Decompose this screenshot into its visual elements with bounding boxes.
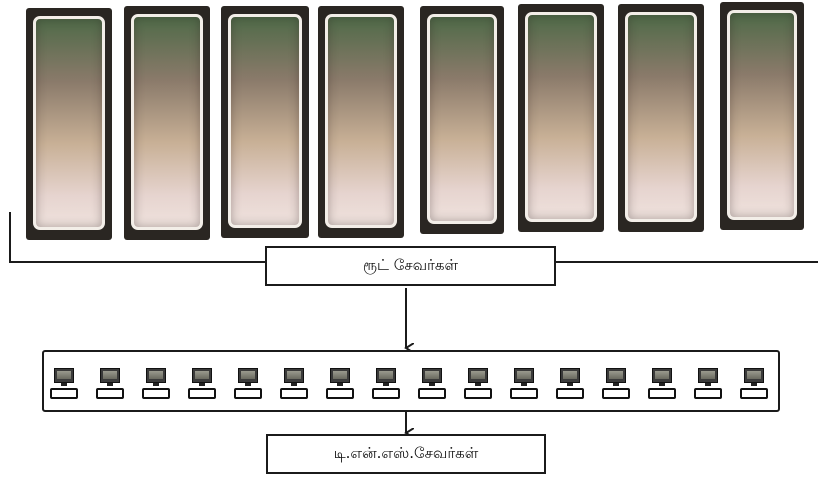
dns-servers-label: டி.என்.எஸ்.சேவர்கள் bbox=[266, 434, 546, 474]
root-server-rack-2 bbox=[124, 6, 210, 240]
root-server-rack-7 bbox=[618, 4, 704, 232]
root-server-rack-4 bbox=[318, 6, 404, 238]
root-servers-label-text: ரூட் சேவர்கள் bbox=[362, 256, 459, 274]
root-servers-label: ரூட் சேவர்கள் bbox=[265, 246, 556, 286]
dns-servers-strip bbox=[42, 350, 780, 412]
root-server-rack-3 bbox=[221, 6, 309, 238]
dns-computer-icon bbox=[648, 362, 676, 402]
dns-computer-icon bbox=[188, 362, 216, 402]
dns-computer-icon bbox=[694, 362, 722, 402]
dns-computer-icon bbox=[510, 362, 538, 402]
dns-computer-icon bbox=[602, 362, 630, 402]
root-server-rack-6 bbox=[518, 4, 604, 232]
dns-computer-icon bbox=[96, 362, 124, 402]
dns-computer-icon bbox=[326, 362, 354, 402]
dns-computer-icon bbox=[556, 362, 584, 402]
root-server-rack-1 bbox=[26, 8, 112, 240]
dns-computer-icon bbox=[142, 362, 170, 402]
dns-computer-icon bbox=[464, 362, 492, 402]
dns-computer-icon bbox=[280, 362, 308, 402]
root-bracket-line bbox=[9, 212, 265, 263]
dns-computer-icon bbox=[50, 362, 78, 402]
dns-computer-icon bbox=[740, 362, 768, 402]
root-server-rack-8 bbox=[720, 2, 804, 230]
root-server-rack-5 bbox=[420, 6, 504, 234]
dns-computer-icon bbox=[418, 362, 446, 402]
dns-servers-label-text: டி.என்.எஸ்.சேவர்கள் bbox=[333, 444, 479, 462]
dns-computer-icon bbox=[372, 362, 400, 402]
dns-computer-icon bbox=[234, 362, 262, 402]
